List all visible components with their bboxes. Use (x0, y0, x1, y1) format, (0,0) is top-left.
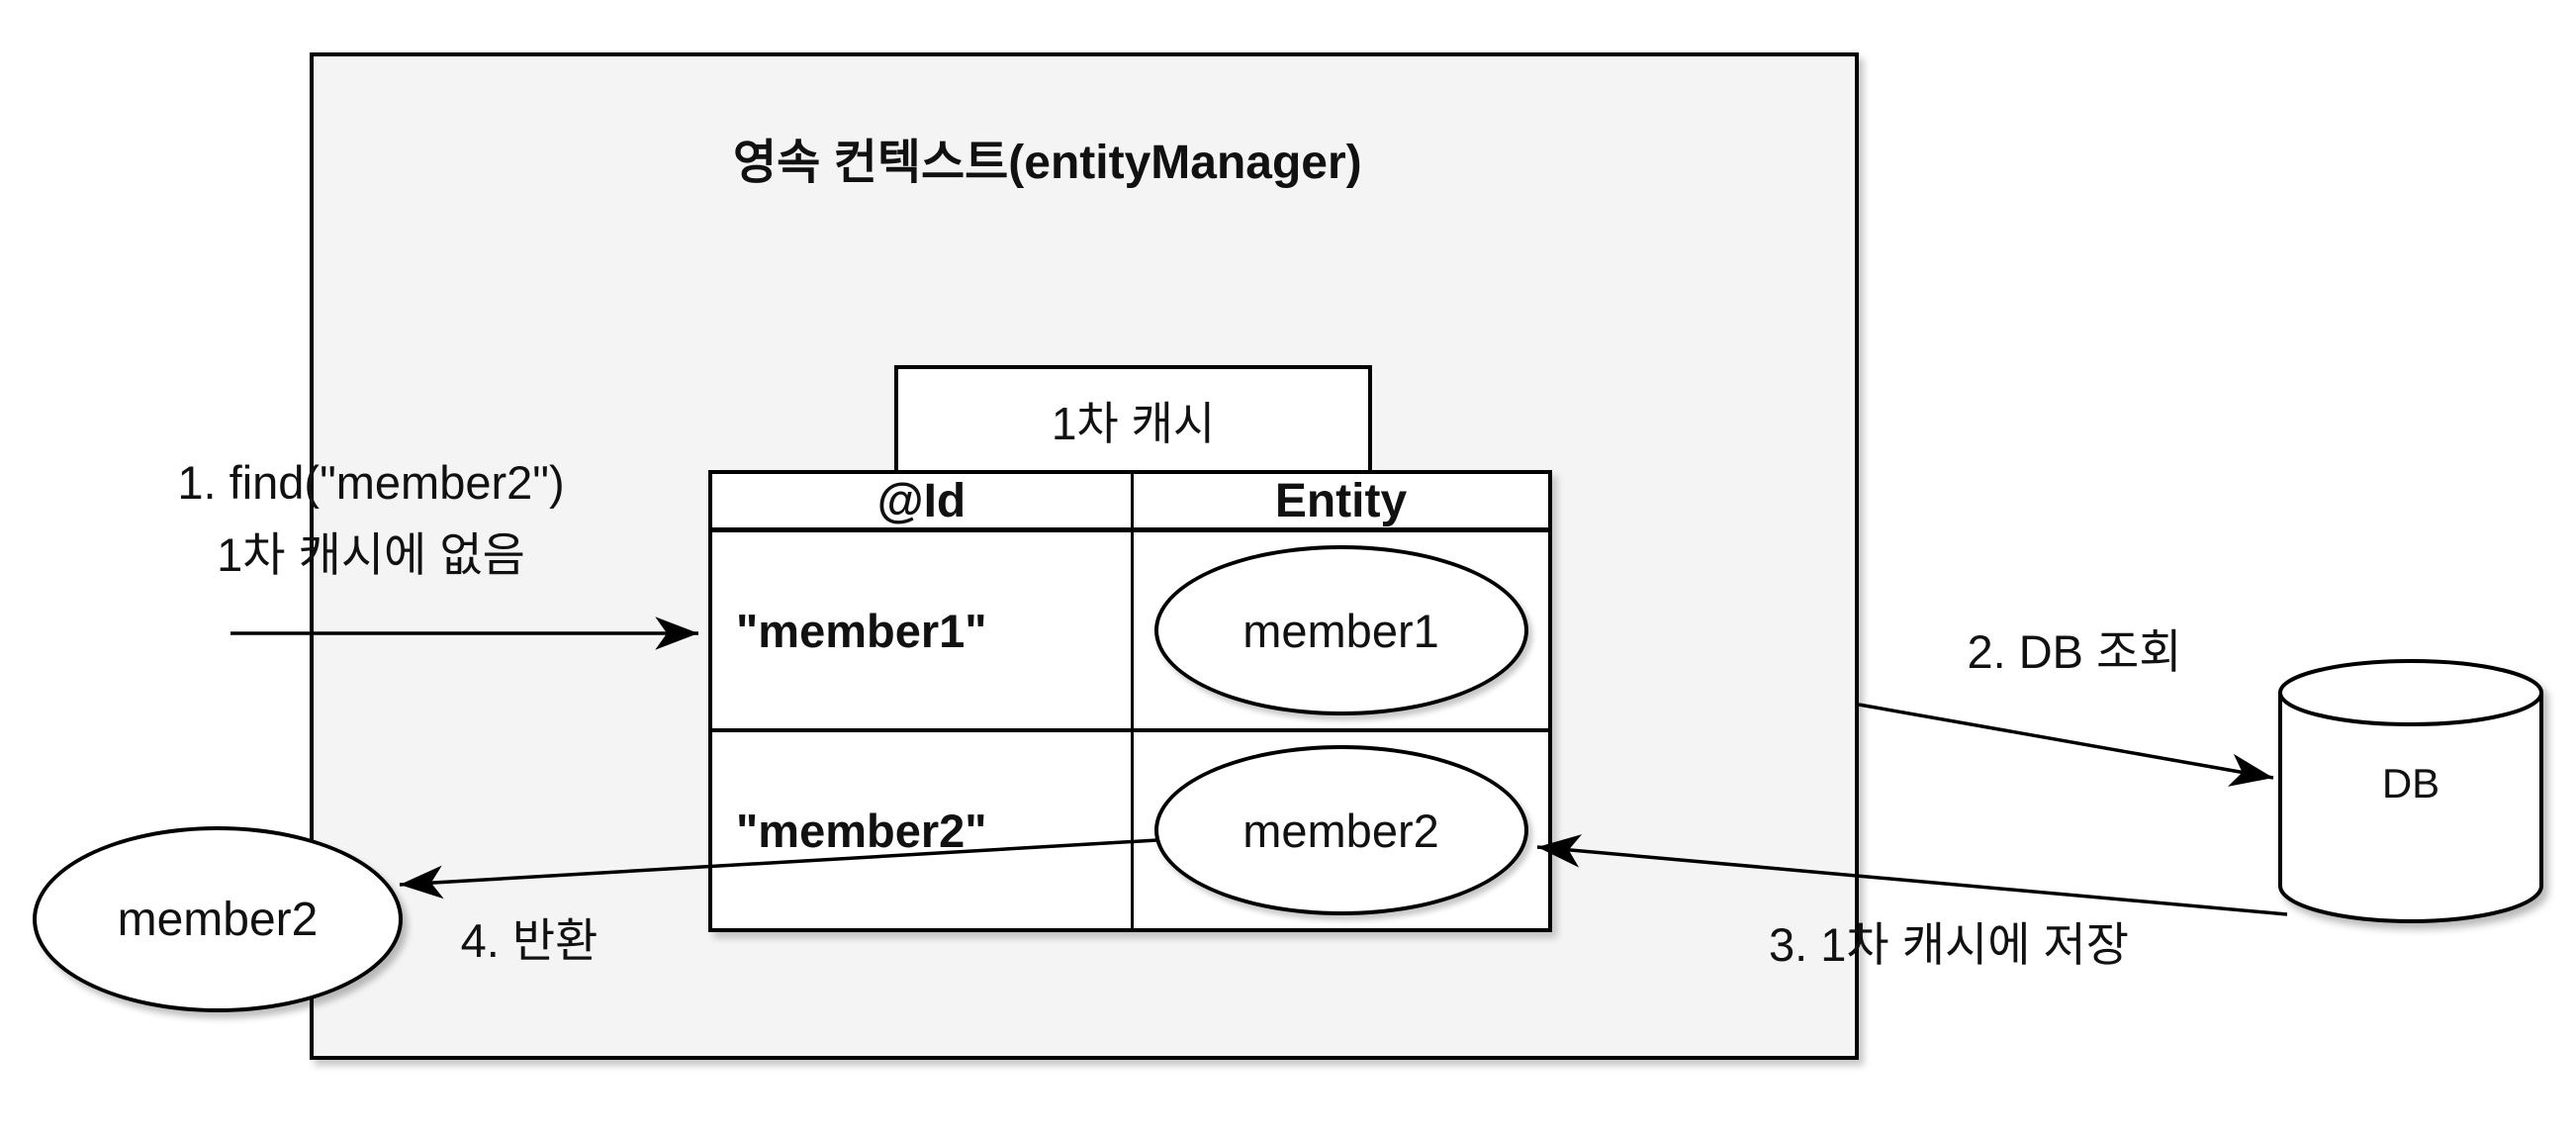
first-level-cache-label-box: 1차 캐시 (894, 365, 1372, 476)
step2-label: 2. DB 조회 (1967, 625, 2182, 678)
table-header-entity: Entity (1134, 474, 1548, 532)
table-cell-entity-member2: member2 (1134, 732, 1548, 928)
step4-label: 4. 반환 (460, 914, 598, 967)
returned-entity-ellipse: member2 (33, 826, 403, 1012)
db-label: DB (2381, 760, 2440, 806)
table-header-id: @Id (712, 474, 1134, 532)
table-cell-id-member1: "member1" (712, 532, 1134, 732)
step1-line2: 1차 캐시에 없음 (217, 527, 525, 581)
entity-ellipse-member2-label: member2 (1242, 804, 1439, 857)
step1-line1: 1. find("member2") (177, 456, 565, 509)
first-level-cache-table: @Id Entity "member1" member1 "member2" m… (708, 470, 1552, 932)
first-level-cache-label: 1차 캐시 (1051, 398, 1216, 449)
entity-ellipse-member1-label: member1 (1242, 604, 1439, 657)
persistence-context-title: 영속 컨텍스트(entityManager) (733, 137, 1362, 189)
entity-ellipse-member2: member2 (1153, 745, 1528, 915)
entity-ellipse-member1: member1 (1153, 545, 1528, 715)
table-cell-id-member2: "member2" (712, 732, 1134, 928)
table-cell-entity-member1: member1 (1134, 532, 1548, 732)
step1-label: 1. find("member2") 1차 캐시에 없음 (84, 447, 658, 592)
returned-entity-label: member2 (117, 893, 319, 946)
step3-label: 3. 1차 캐시에 저장 (1769, 918, 2129, 971)
db-lookup-arrow (1858, 703, 2274, 787)
